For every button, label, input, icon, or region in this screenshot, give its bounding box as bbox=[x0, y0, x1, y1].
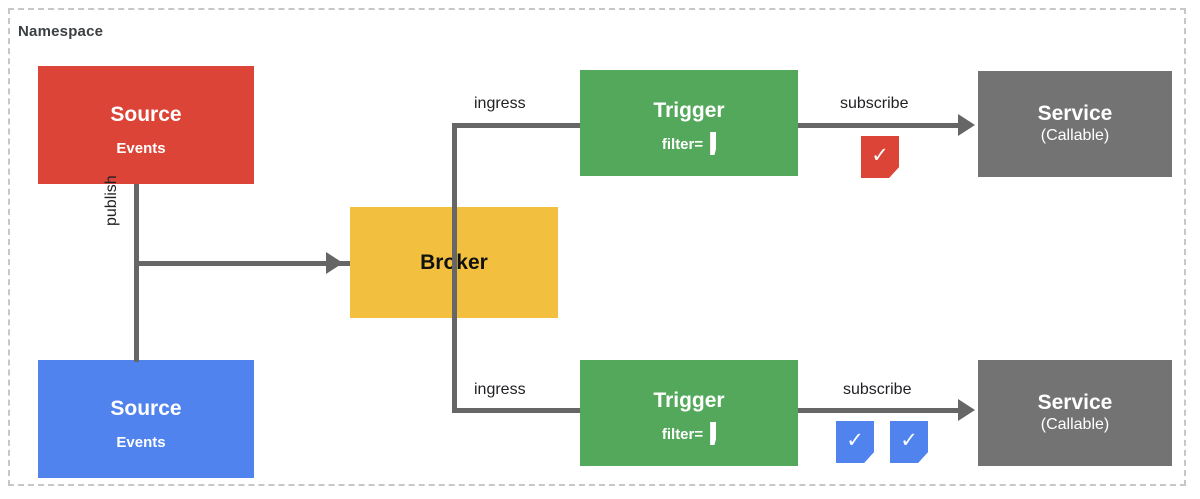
service-subtitle: (Callable) bbox=[1040, 416, 1110, 434]
source-box-red[interactable]: Source Events bbox=[38, 66, 254, 184]
check-glyph: ✓ bbox=[846, 428, 864, 452]
check-glyph: ✓ bbox=[900, 428, 918, 452]
publish-to-broker-line bbox=[139, 261, 355, 266]
ingress-top-label: ingress bbox=[474, 95, 526, 112]
trigger-box-red-filter[interactable]: Trigger filter= bbox=[580, 70, 798, 176]
trigger-title: Trigger bbox=[653, 98, 725, 122]
source-events-label: Events bbox=[116, 140, 166, 158]
event-chip-blue bbox=[165, 244, 201, 282]
trigger-filter-row: filter= bbox=[661, 132, 717, 156]
source-title: Source bbox=[110, 102, 182, 126]
event-chip-red bbox=[215, 244, 251, 282]
service-title: Service bbox=[1037, 102, 1113, 126]
source-events-row: Events bbox=[116, 434, 175, 451]
namespace-boundary bbox=[8, 8, 1186, 486]
source-events-label: Events bbox=[116, 434, 166, 452]
publish-label: publish bbox=[103, 175, 120, 226]
ingress-trunk-line bbox=[452, 123, 457, 412]
namespace-label: Namespace bbox=[18, 23, 104, 40]
subscribe-top-line bbox=[798, 123, 964, 128]
publish-arrowhead bbox=[326, 252, 343, 274]
trigger-box-blue-filter[interactable]: Trigger filter= bbox=[580, 360, 798, 466]
subscribe-top-arrowhead bbox=[958, 114, 975, 136]
ingress-bottom-line bbox=[452, 408, 582, 413]
service-subtitle: (Callable) bbox=[1040, 127, 1110, 145]
subscribe-bottom-label: subscribe bbox=[843, 381, 912, 398]
service-box-bottom[interactable]: Service (Callable) bbox=[978, 360, 1172, 466]
trigger-title: Trigger bbox=[653, 388, 725, 412]
event-chip-blue bbox=[265, 244, 301, 282]
publish-trunk-line bbox=[134, 184, 139, 362]
check-glyph: ✓ bbox=[871, 143, 889, 167]
ingress-bottom-label: ingress bbox=[474, 381, 526, 398]
trigger-filter-label: filter= bbox=[661, 135, 704, 153]
source-events-row: Events bbox=[116, 140, 175, 157]
subscribe-bottom-line bbox=[798, 408, 964, 413]
source-box-blue[interactable]: Source Events bbox=[38, 360, 254, 478]
filter-card-red-icon bbox=[710, 132, 717, 156]
trigger-filter-row: filter= bbox=[661, 422, 717, 446]
subscribe-top-label: subscribe bbox=[840, 95, 909, 112]
source-title: Source bbox=[110, 396, 182, 420]
trigger-filter-label: filter= bbox=[661, 425, 704, 443]
filter-card-blue-icon bbox=[710, 422, 717, 446]
service-title: Service bbox=[1037, 391, 1113, 415]
subscribe-bottom-arrowhead bbox=[958, 399, 975, 421]
delivery-check-red-icon: ✓ bbox=[861, 136, 899, 178]
delivery-check-blue-icon: ✓ bbox=[890, 421, 928, 463]
delivery-check-blue-icon: ✓ bbox=[836, 421, 874, 463]
ingress-top-line bbox=[452, 123, 582, 128]
service-box-top[interactable]: Service (Callable) bbox=[978, 71, 1172, 177]
